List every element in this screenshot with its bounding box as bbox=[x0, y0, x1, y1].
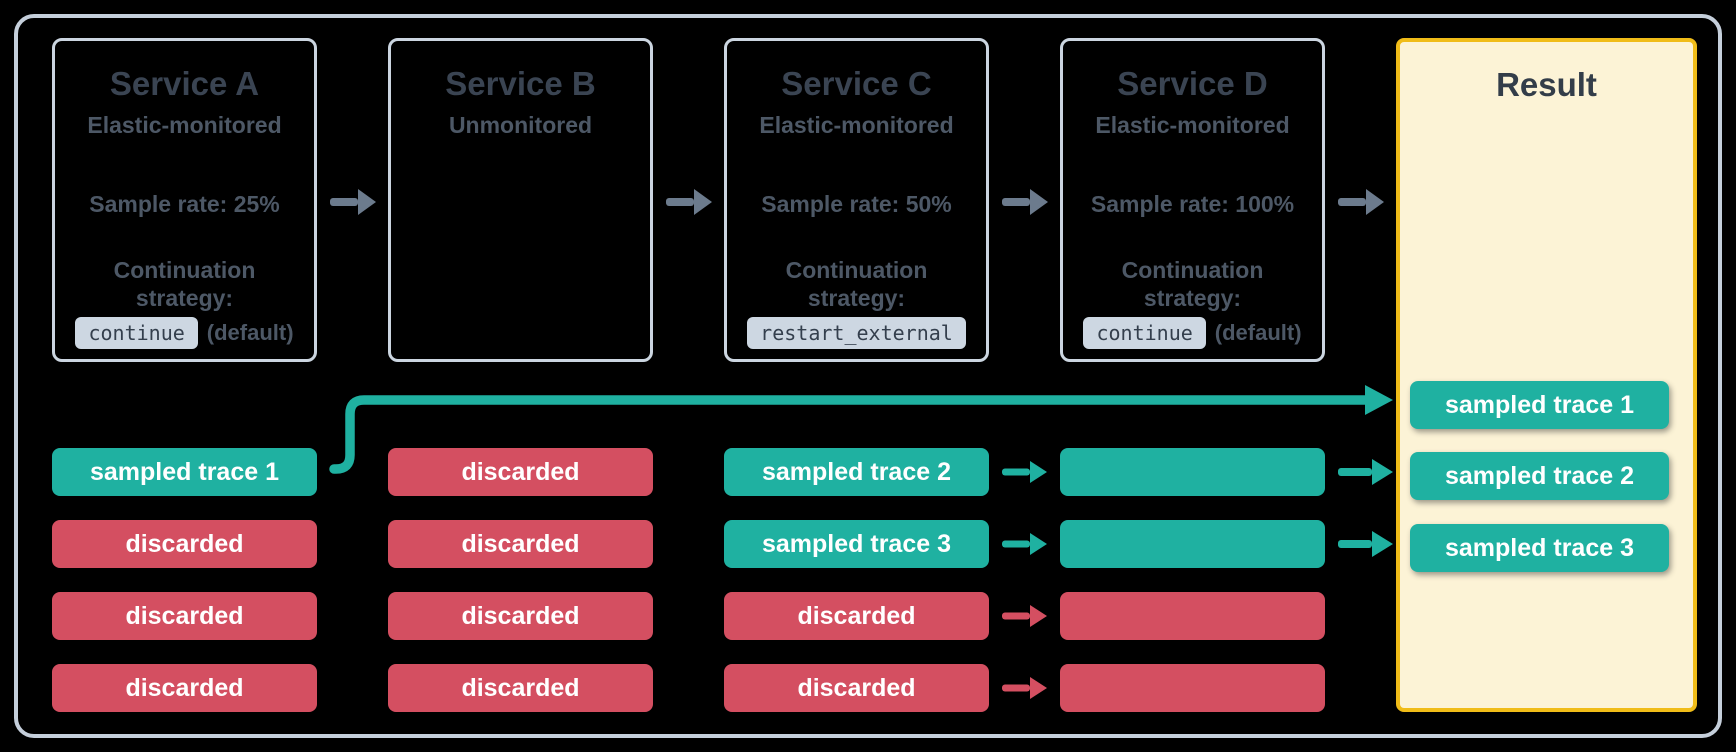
service-c-strategy-label: strategy: bbox=[807, 285, 906, 311]
service-a-continuation-label: Continuation bbox=[113, 257, 256, 283]
service-a-strategy-code-chip: continue bbox=[75, 317, 198, 349]
service-d-sample-rate: Sample rate: 100% bbox=[1090, 191, 1295, 217]
outer-frame bbox=[14, 14, 1722, 738]
service-c-box: Service C Elastic-monitored Sample rate:… bbox=[724, 38, 989, 362]
service-d-strategy-suffix: (default) bbox=[1214, 320, 1302, 345]
service-a-strategy-suffix: (default) bbox=[206, 320, 294, 345]
trace-c-row1: sampled trace 2 bbox=[724, 448, 989, 496]
service-c-strategy-code-chip: restart_external bbox=[747, 317, 966, 349]
trace-b-row4: discarded bbox=[388, 664, 653, 712]
service-a-box: Service A Elastic-monitored Sample rate:… bbox=[52, 38, 317, 362]
service-d-continuation-label: Continuation bbox=[1121, 257, 1264, 283]
trace-c-row3: discarded bbox=[724, 592, 989, 640]
result-trace-2: sampled trace 2 bbox=[1410, 452, 1669, 500]
trace-d-row4 bbox=[1060, 664, 1325, 712]
service-c-monitoring: Elastic-monitored bbox=[759, 112, 954, 138]
trace-c-row2: sampled trace 3 bbox=[724, 520, 989, 568]
service-d-strategy-row: continue (default) bbox=[1063, 317, 1322, 349]
service-d-strategy-code-chip: continue bbox=[1083, 317, 1206, 349]
service-b-title: Service B bbox=[445, 65, 596, 102]
result-box: Result sampled trace 1 sampled trace 2 s… bbox=[1396, 38, 1697, 712]
trace-b-row2: discarded bbox=[388, 520, 653, 568]
trace-d-row3 bbox=[1060, 592, 1325, 640]
service-d-box: Service D Elastic-monitored Sample rate:… bbox=[1060, 38, 1325, 362]
service-a-title: Service A bbox=[109, 65, 260, 102]
trace-c-row4: discarded bbox=[724, 664, 989, 712]
trace-b-row1: discarded bbox=[388, 448, 653, 496]
result-trace-3: sampled trace 3 bbox=[1410, 524, 1669, 572]
service-d-strategy-label: strategy: bbox=[1143, 285, 1242, 311]
trace-a-row3: discarded bbox=[52, 592, 317, 640]
trace-a-row2: discarded bbox=[52, 520, 317, 568]
trace-a-row1: sampled trace 1 bbox=[52, 448, 317, 496]
trace-d-row2 bbox=[1060, 520, 1325, 568]
service-a-sample-rate: Sample rate: 25% bbox=[89, 191, 280, 217]
result-title: Result bbox=[1496, 66, 1597, 103]
trace-b-row3: discarded bbox=[388, 592, 653, 640]
service-a-strategy-row: continue (default) bbox=[55, 317, 314, 349]
service-a-strategy-label: strategy: bbox=[135, 285, 234, 311]
service-c-sample-rate: Sample rate: 50% bbox=[761, 191, 952, 217]
service-a-monitoring: Elastic-monitored bbox=[87, 112, 282, 138]
service-d-title: Service D bbox=[1117, 65, 1268, 102]
result-trace-1: sampled trace 1 bbox=[1410, 381, 1669, 429]
trace-d-row1 bbox=[1060, 448, 1325, 496]
service-d-monitoring: Elastic-monitored bbox=[1095, 112, 1290, 138]
service-b-box: Service B Unmonitored bbox=[388, 38, 653, 362]
trace-a-row4: discarded bbox=[52, 664, 317, 712]
service-c-title: Service C bbox=[781, 65, 932, 102]
service-c-continuation-label: Continuation bbox=[785, 257, 928, 283]
service-c-strategy-row: restart_external bbox=[727, 317, 986, 349]
service-b-monitoring: Unmonitored bbox=[448, 112, 593, 138]
